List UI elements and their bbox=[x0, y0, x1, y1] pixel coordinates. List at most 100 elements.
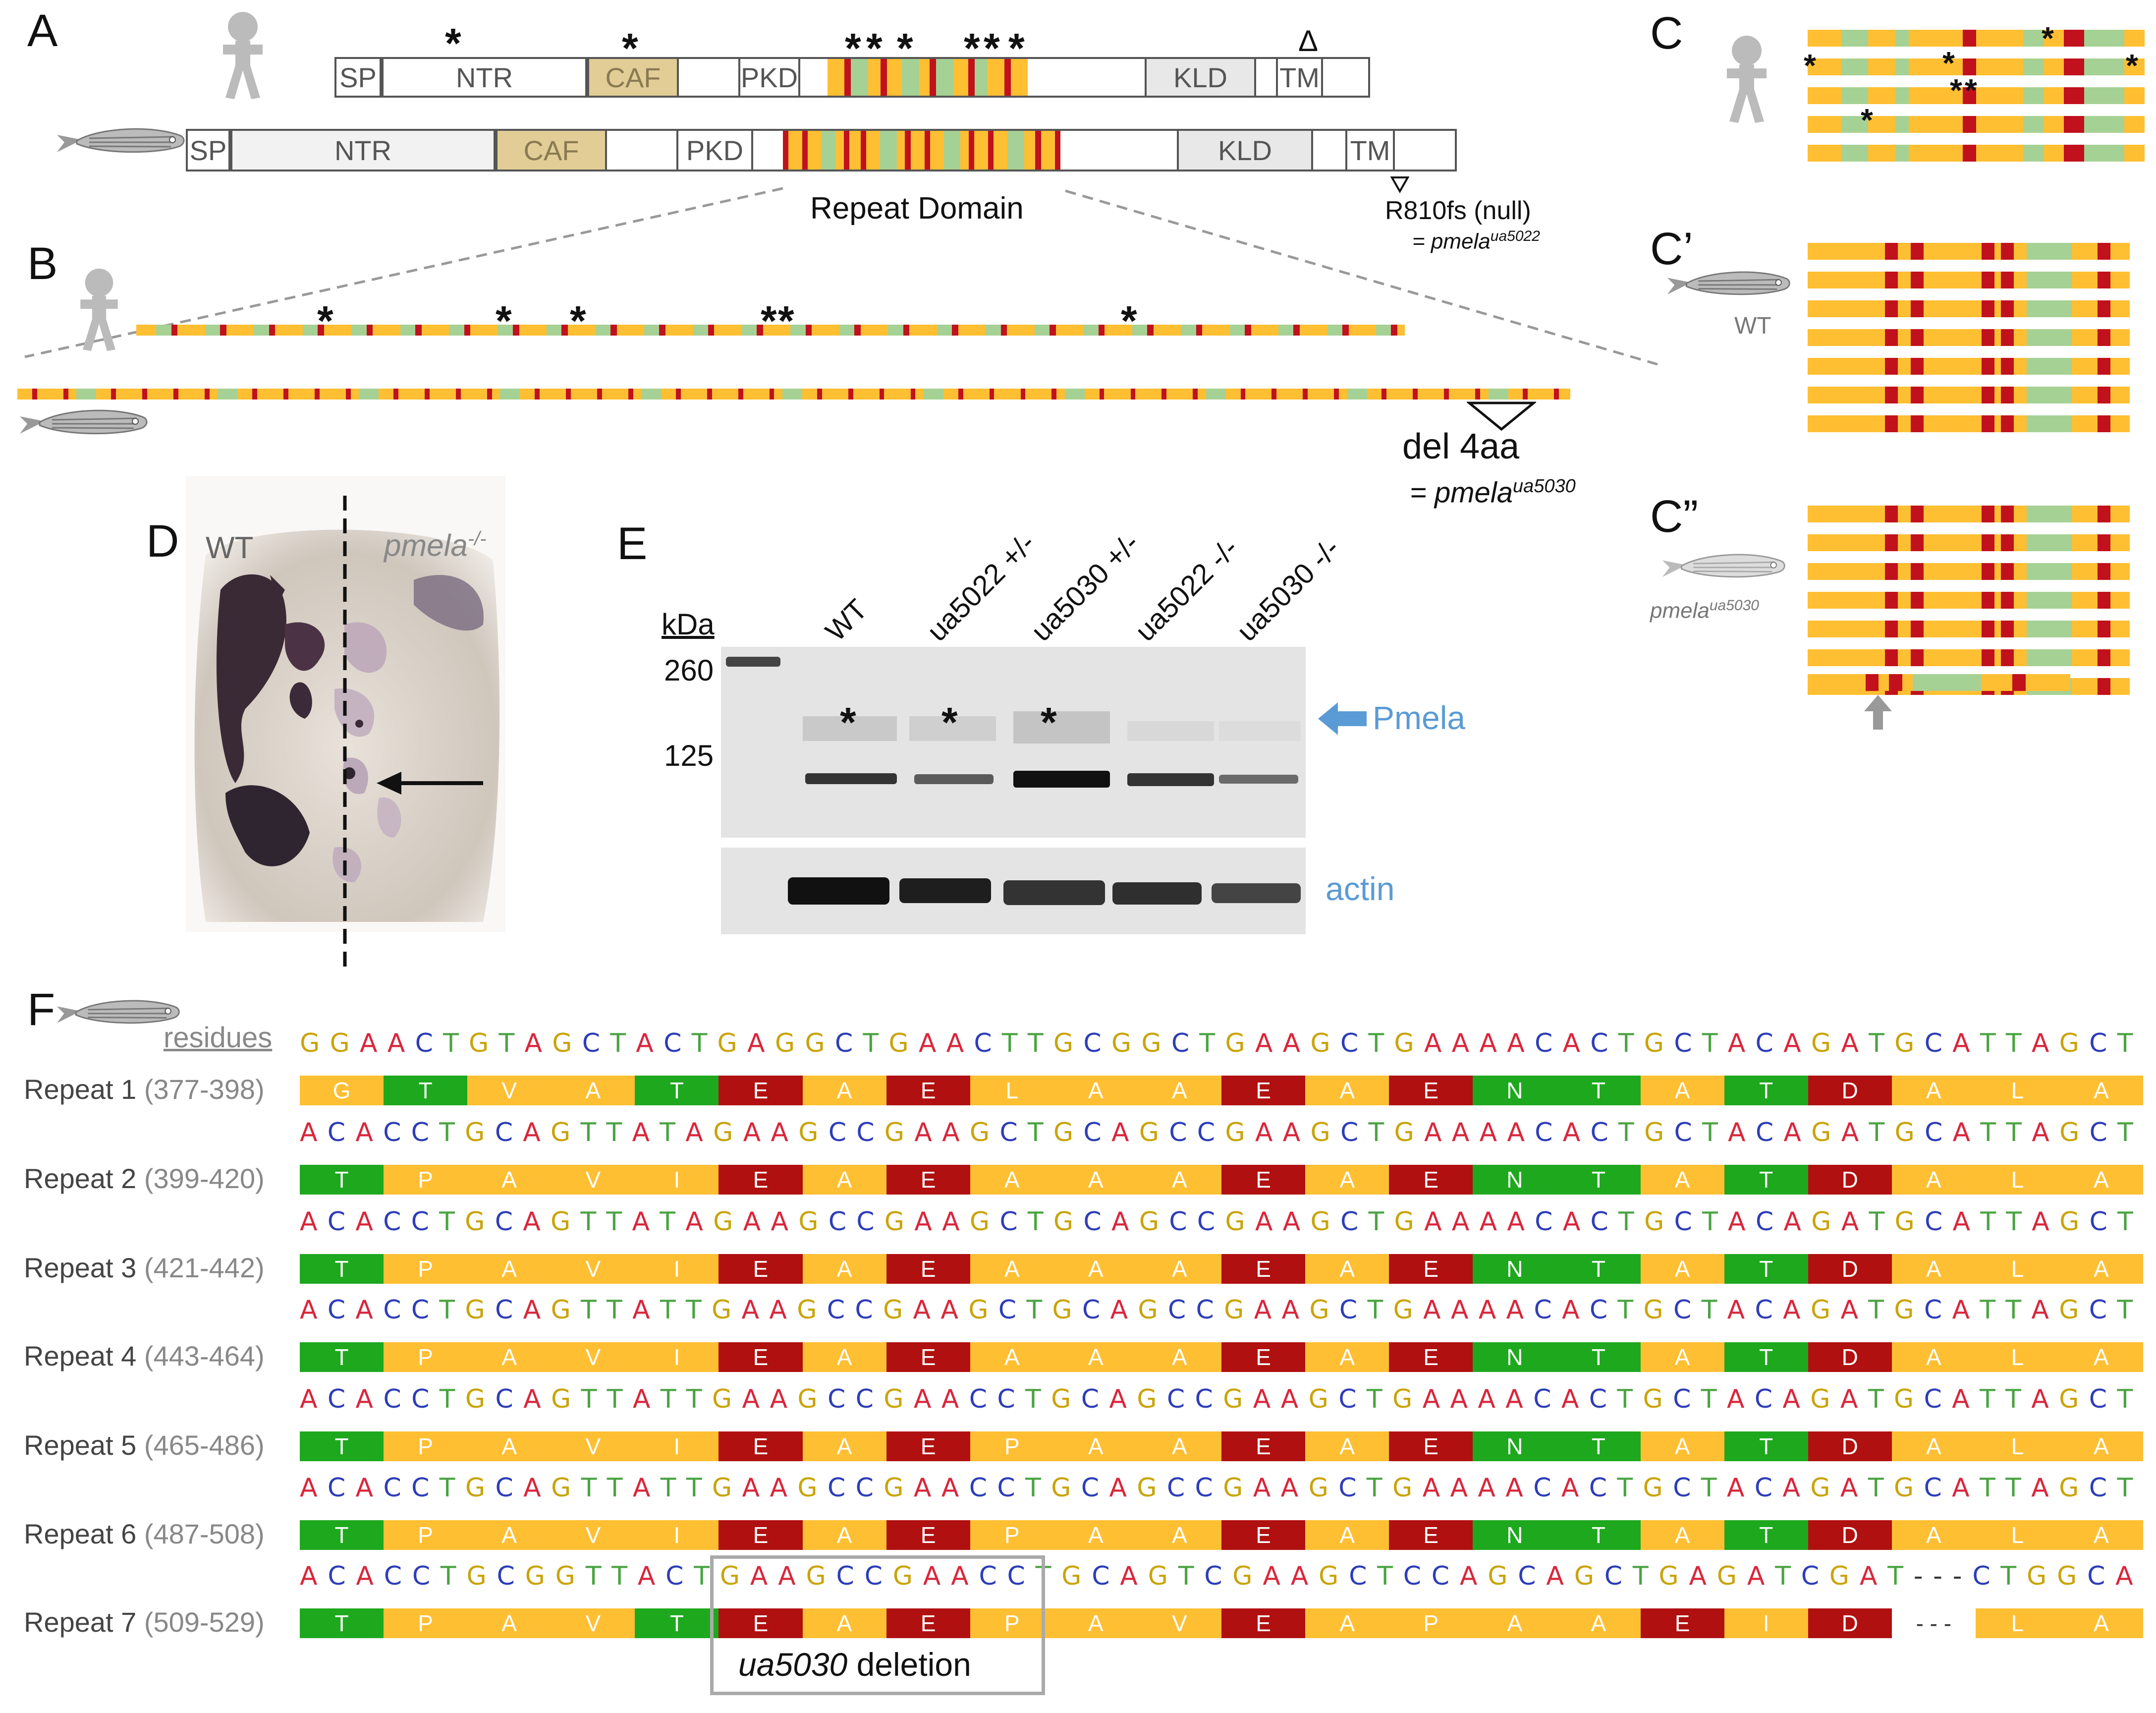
amino-acid: N bbox=[1473, 1342, 1557, 1372]
repeat-segment bbox=[720, 389, 723, 400]
repeat-segment bbox=[2023, 145, 2044, 162]
nucleotide: A bbox=[1450, 1384, 1468, 1414]
repeat-segment bbox=[2110, 563, 2130, 580]
repeat-segment bbox=[1895, 116, 1909, 133]
repeat-segment bbox=[1308, 389, 1316, 400]
nucleotide: A bbox=[946, 1028, 964, 1058]
repeat-segment bbox=[2098, 506, 2110, 522]
repeat-segment bbox=[2098, 358, 2110, 375]
repeat-segment bbox=[1994, 243, 2001, 260]
nucleotide: T bbox=[1618, 1207, 1634, 1237]
repeat-segment bbox=[1050, 325, 1056, 336]
nucleotide: G bbox=[1394, 1028, 1414, 1058]
repeat-lane bbox=[1808, 387, 2130, 403]
repeat-segment bbox=[1196, 325, 1203, 336]
nucleotide: A bbox=[300, 1561, 318, 1591]
repeat-segment bbox=[1064, 389, 1085, 400]
amino-acid: A bbox=[1891, 1076, 1976, 1105]
repeat-segment bbox=[822, 389, 830, 400]
nucleotide: G bbox=[1894, 1295, 1914, 1325]
amino-acid: A bbox=[1053, 1254, 1138, 1284]
nucleotide: G bbox=[1394, 1207, 1414, 1237]
fish-repeat-expanded bbox=[17, 389, 1660, 400]
repeat-segment bbox=[2110, 592, 2130, 609]
repeat-segment bbox=[1083, 325, 1099, 336]
repeat-segment bbox=[1394, 389, 1398, 400]
repeat-segment bbox=[610, 325, 617, 336]
amino-acid: L bbox=[1975, 1342, 2059, 1372]
amino-acid: P bbox=[970, 1431, 1054, 1461]
repeat-name: Repeat 3 bbox=[24, 1252, 137, 1283]
repeat-label: Repeat 6 (487-508) bbox=[24, 1518, 265, 1550]
repeat-label: Repeat 3 (421-442) bbox=[24, 1252, 265, 1284]
repeat-segment bbox=[155, 389, 159, 400]
repeat-segment bbox=[582, 389, 597, 400]
zebrafish-icon bbox=[1662, 554, 1785, 578]
western-blot-pmela bbox=[721, 647, 1306, 838]
repeat-segment bbox=[393, 389, 398, 400]
repeat-segment bbox=[2043, 116, 2064, 133]
repeat-segment bbox=[1147, 325, 1154, 336]
truncated-repeat-lane bbox=[1808, 674, 2070, 691]
nucleotide: C bbox=[411, 1384, 430, 1414]
amino-acid: T bbox=[300, 1165, 384, 1195]
repeat-segment bbox=[111, 389, 116, 400]
nucleotide: A bbox=[1561, 1384, 1579, 1414]
repeat-segment bbox=[1912, 674, 1981, 691]
repeat-segment bbox=[2063, 87, 2084, 104]
repeat-segment bbox=[2014, 506, 2027, 522]
nucleotide: A bbox=[1424, 1028, 1442, 1058]
repeat-segment bbox=[2014, 243, 2027, 260]
nucleotide: G bbox=[552, 1028, 572, 1058]
nucleotide: C bbox=[1338, 1384, 1357, 1414]
repeat-segment bbox=[2012, 674, 2026, 691]
human-asterisk: * bbox=[866, 25, 883, 71]
repeat-lane bbox=[1808, 58, 2145, 75]
repeat-segment bbox=[512, 325, 519, 336]
nucleotide: A bbox=[750, 1561, 768, 1591]
nucleotide: C bbox=[1674, 1118, 1692, 1147]
repeat-segment bbox=[406, 389, 410, 400]
repeat-segment bbox=[958, 389, 963, 400]
repeat-segment bbox=[848, 389, 853, 400]
amino-acid: A bbox=[467, 1520, 552, 1550]
nucleotide: T bbox=[2005, 1028, 2022, 1058]
amino-acid: A bbox=[1137, 1254, 1222, 1284]
nucleotide: C bbox=[663, 1028, 682, 1058]
nucleotide: A bbox=[300, 1295, 318, 1325]
human-icon bbox=[1727, 36, 1767, 123]
repeat-segment bbox=[2072, 300, 2098, 317]
repeat-segment bbox=[534, 389, 540, 400]
repeat-segment bbox=[1808, 87, 1841, 104]
nucleotide: A bbox=[1111, 1118, 1129, 1147]
amino-acid: E bbox=[1221, 1520, 1306, 1550]
repeat-segment bbox=[1982, 387, 1994, 403]
nucleotide: T bbox=[498, 1028, 515, 1058]
nucleotide: G bbox=[465, 1384, 486, 1414]
deletion-marker bbox=[1467, 401, 1536, 431]
amino-acid: A bbox=[1305, 1520, 1389, 1550]
amino-acid: E bbox=[719, 1076, 803, 1105]
repeat-segment bbox=[1898, 592, 1911, 609]
nucleotide: T bbox=[1702, 1118, 1718, 1147]
nucleotide: A bbox=[355, 1473, 374, 1503]
repeat-segment bbox=[1418, 389, 1426, 400]
repeat-segment bbox=[742, 325, 757, 336]
repeat-segment bbox=[1153, 325, 1161, 336]
repeat-segment bbox=[1559, 389, 1567, 400]
nucleotide: C bbox=[411, 1207, 429, 1237]
nucleotide: C bbox=[1924, 1118, 1943, 1147]
repeat-segment bbox=[1841, 116, 1869, 133]
repeat-segment bbox=[1885, 300, 1898, 317]
amino-acid: A bbox=[2059, 1431, 2144, 1461]
repeat-segment bbox=[1319, 389, 1334, 400]
human-asterisk: * bbox=[445, 20, 461, 66]
repeat-segment bbox=[2098, 563, 2110, 580]
mutant-photo-label: pmela-/- bbox=[384, 528, 487, 564]
repeat-segment bbox=[233, 325, 254, 336]
nucleotide: A bbox=[769, 1295, 787, 1325]
repeat-name: Repeat 4 bbox=[24, 1340, 137, 1371]
nucleotide: A bbox=[1120, 1561, 1138, 1591]
